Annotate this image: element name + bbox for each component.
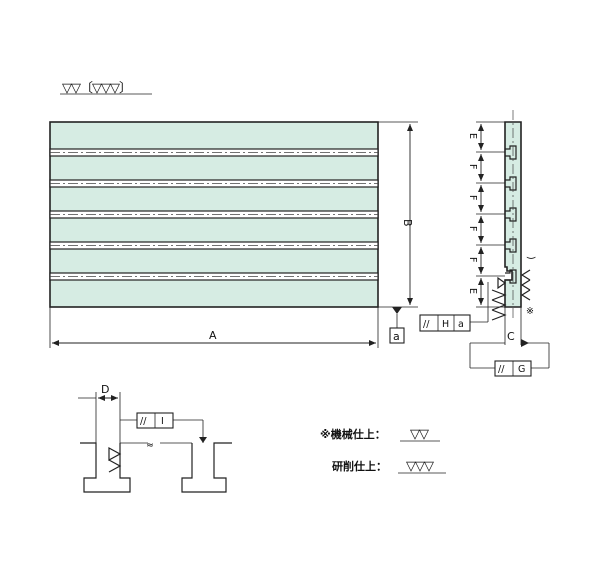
dimension-chain-ef: E F F F F E (467, 121, 505, 308)
front-view: A B a (49, 121, 418, 348)
tolerance-g-symbol: // (498, 364, 505, 375)
legend-ground-label: 研削仕上： (332, 459, 387, 473)
dimension-f-label-2: F (467, 195, 478, 200)
tolerance-frame-i: // I (120, 412, 207, 443)
tolerance-h-letter: H (442, 319, 449, 330)
datum-a-label: a (393, 330, 400, 343)
tolerance-g-letter: G (518, 364, 525, 375)
legend-ground-symbol: ▽▽▽ (406, 459, 434, 474)
dimension-f-label-3: F (467, 226, 478, 231)
dimension-e-top-label: E (467, 133, 478, 139)
dimension-a-label: A (209, 329, 217, 342)
side-view: E F F F F E ) ※ C // (419, 110, 550, 377)
datum-a-symbol: a (389, 307, 405, 344)
dimension-f-label-4: F (467, 257, 478, 262)
dimension-f-label-1: F (467, 164, 478, 169)
t-slot-row-1 (49, 148, 379, 157)
tolerance-i-symbol: // (140, 416, 147, 427)
dimension-a: A (49, 307, 379, 348)
tolerance-h-symbol: // (423, 319, 430, 330)
t-slot-row-3 (49, 210, 379, 219)
finish-legend: ※機械仕上： ▽▽ 研削仕上： ▽▽▽ (320, 427, 446, 474)
t-slot-detail: ≈ D // I (78, 383, 232, 493)
t-slot-row-4 (49, 241, 379, 250)
header-finish-symbols: ▽▽〔▽▽▽〕 (60, 81, 152, 96)
tolerance-frame-h: // H a (419, 282, 489, 332)
dimension-c-label: C (507, 330, 515, 343)
dimension-b: B (378, 121, 418, 308)
dimension-c: C (504, 307, 522, 345)
svg-text:): ) (525, 256, 536, 260)
tolerance-frame-g: // G (469, 339, 550, 377)
dimension-d-label: D (101, 383, 109, 396)
dimension-b-label: B (401, 219, 414, 227)
header-finish-text: ▽▽〔▽▽▽〕 (62, 81, 131, 96)
t-slot-row-2 (49, 179, 379, 188)
legend-machined-symbol: ▽▽ (410, 427, 429, 442)
side-slots (505, 145, 517, 284)
side-note-mark: ※ (526, 306, 534, 317)
side-finish-marks: ) ※ (491, 256, 536, 321)
t-slot-row-5 (49, 272, 379, 281)
tolerance-i-letter: I (161, 416, 164, 427)
legend-machined-label: ※機械仕上： (320, 427, 386, 441)
dimension-e-bottom-label: E (467, 288, 478, 294)
svg-text:≈: ≈ (146, 440, 154, 451)
tolerance-h-ref: a (458, 319, 464, 330)
